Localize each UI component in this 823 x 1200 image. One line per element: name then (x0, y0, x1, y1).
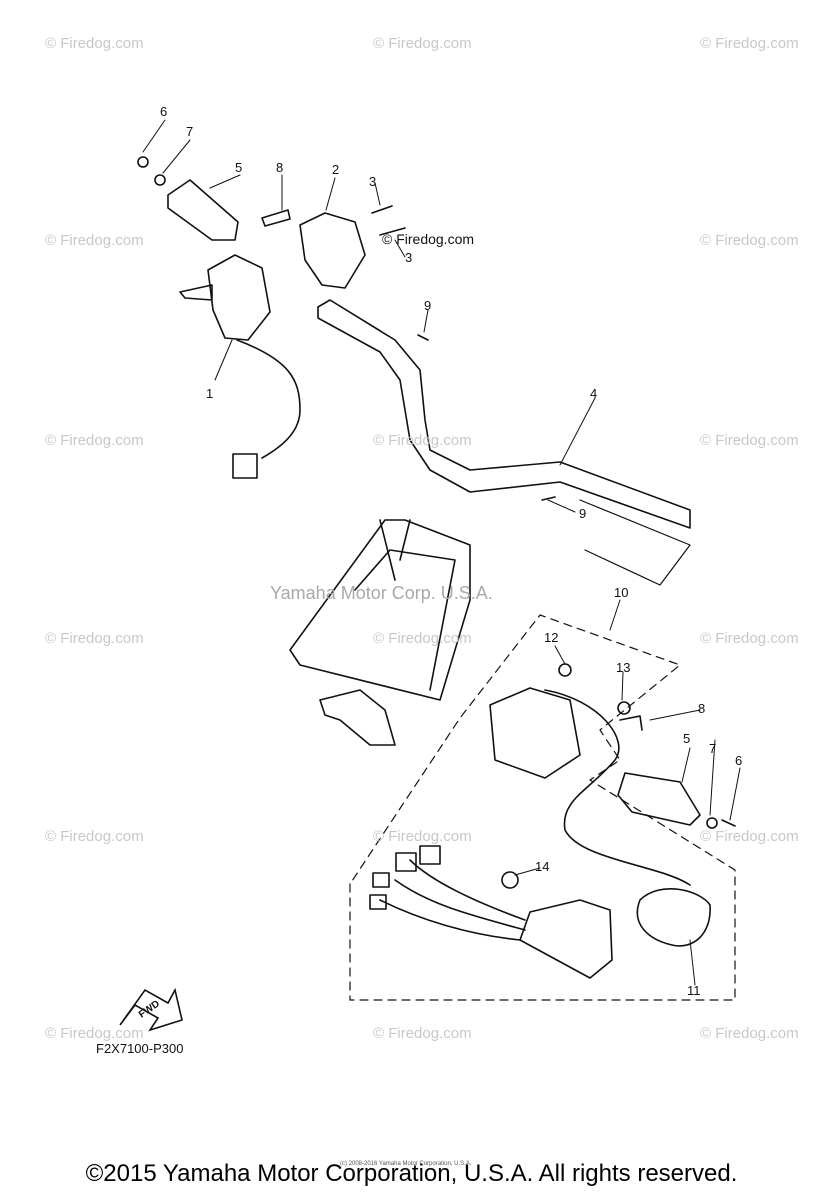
watermark: © Firedog.com (45, 35, 144, 52)
watermark: © Firedog.com (700, 630, 799, 647)
watermark: © Firedog.com (700, 1025, 799, 1042)
callout-9: 9 (424, 298, 432, 313)
callout-5b: 5 (683, 731, 691, 746)
callout-10: 10 (614, 585, 629, 600)
inline-watermark: © Firedog.com (382, 231, 475, 247)
watermark: © Firedog.com (700, 35, 799, 52)
center-watermark: Yamaha Motor Corp. U.S.A. (270, 583, 493, 603)
callout-8: 8 (276, 160, 284, 175)
tiny-credit: (c) 2008-2016 Yamaha Motor Corporation, … (340, 1161, 472, 1167)
callout-11: 11 (687, 983, 701, 998)
left-grip (167, 179, 239, 241)
callout-12: 12 (544, 630, 559, 645)
watermark: © Firedog.com (45, 1025, 144, 1042)
watermark: © Firedog.com (373, 630, 472, 647)
left-switch-wire (236, 339, 301, 459)
callout-3b: 3 (405, 250, 413, 265)
throttle-housing (299, 212, 366, 289)
callout-8b: 8 (698, 701, 706, 716)
callout-7b: 7 (709, 741, 717, 756)
callout-13: 13 (616, 660, 631, 675)
handlebar (317, 299, 691, 529)
callout-2: 2 (332, 162, 340, 177)
watermark: © Firedog.com (700, 432, 799, 449)
copyright-footer: ©2015 Yamaha Motor Corporation, U.S.A. A… (85, 1160, 738, 1187)
steering-column (289, 519, 471, 701)
diagram-code: F2X7100-P300 (96, 1041, 184, 1056)
connector-1 (232, 453, 258, 479)
watermark: © Firedog.com (45, 432, 144, 449)
callout-9b: 9 (579, 506, 587, 521)
callout-3: 3 (369, 174, 377, 189)
watermark: © Firedog.com (373, 432, 472, 449)
watermark: © Firedog.com (700, 232, 799, 249)
right-grip (617, 772, 701, 826)
callout-4: 4 (590, 386, 598, 401)
watermark: © Firedog.com (373, 1025, 472, 1042)
watermark: © Firedog.com (45, 232, 144, 249)
watermark: © Firedog.com (373, 828, 472, 845)
switch-block (489, 687, 581, 779)
watermark: © Firedog.com (373, 35, 472, 52)
callout-6: 6 (160, 104, 168, 119)
callout-box-10 (349, 614, 736, 1001)
watermark: © Firedog.com (700, 828, 799, 845)
watermark: © Firedog.com (45, 630, 144, 647)
fwd-arrow (119, 987, 183, 1032)
callout-1: 1 (206, 386, 214, 401)
callout-5: 5 (235, 160, 243, 175)
watermark: © Firedog.com (45, 828, 144, 845)
callout-7: 7 (186, 124, 194, 139)
callout-6b: 6 (735, 753, 743, 768)
callout-14: 14 (535, 859, 550, 874)
left-switch (207, 254, 271, 341)
